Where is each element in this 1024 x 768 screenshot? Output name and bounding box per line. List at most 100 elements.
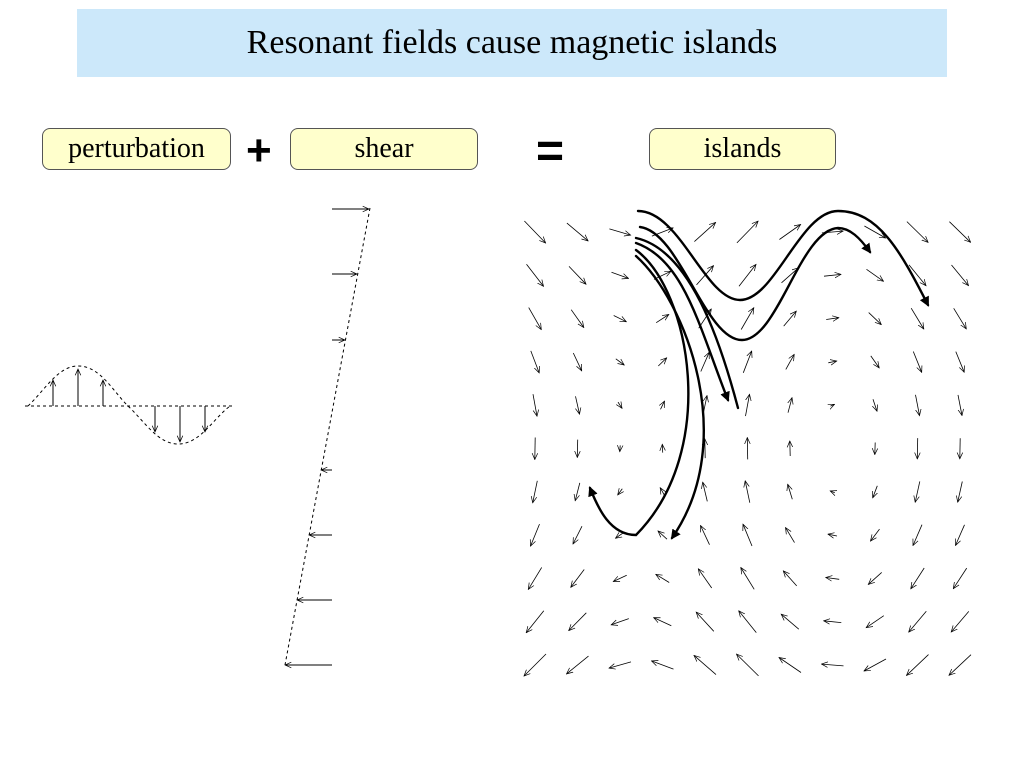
field-vector xyxy=(949,654,972,676)
field-vector xyxy=(788,484,793,500)
field-vector xyxy=(908,264,926,286)
field-vector xyxy=(953,308,967,329)
field-vector xyxy=(783,311,797,327)
field-vector xyxy=(566,222,588,241)
field-vector xyxy=(738,264,756,287)
field-vector xyxy=(573,526,583,544)
field-vector xyxy=(568,266,586,284)
field-vector xyxy=(576,396,580,414)
field-vector xyxy=(871,528,880,541)
island-loop-return xyxy=(634,254,705,540)
field-vector xyxy=(743,524,753,547)
field-vector xyxy=(528,567,543,589)
field-vector xyxy=(830,491,835,493)
field-vector xyxy=(575,482,581,501)
islands-label: islands xyxy=(649,128,836,170)
plus-operator: + xyxy=(246,126,272,175)
field-vector xyxy=(909,611,927,632)
field-vector xyxy=(615,358,624,365)
field-vector xyxy=(779,225,800,240)
field-vector xyxy=(824,621,842,623)
field-vector xyxy=(611,271,629,278)
island-loop-inner xyxy=(634,241,730,402)
field-vector xyxy=(528,307,542,330)
field-vector xyxy=(530,350,539,373)
field-vector xyxy=(698,569,713,589)
field-vector xyxy=(955,351,964,373)
field-vector xyxy=(912,351,921,373)
field-vector xyxy=(910,307,924,329)
slide-title: Resonant fields cause magnetic islands xyxy=(77,9,947,77)
field-vector xyxy=(873,399,877,411)
field-vector xyxy=(655,315,669,324)
field-vector xyxy=(569,612,587,631)
field-vector xyxy=(745,481,751,503)
field-vector xyxy=(658,358,666,367)
field-vector xyxy=(740,308,754,330)
field-vector xyxy=(694,222,715,242)
field-vector xyxy=(570,309,584,328)
field-vector xyxy=(656,574,670,583)
field-vector xyxy=(866,268,884,281)
field-vector xyxy=(783,571,797,587)
perturbation-wave xyxy=(27,365,231,445)
field-vector xyxy=(658,531,668,540)
field-vector xyxy=(873,485,878,498)
field-vector xyxy=(953,567,968,589)
field-vector xyxy=(533,480,538,503)
field-vector xyxy=(951,264,969,286)
field-vector xyxy=(831,403,835,406)
field-vector xyxy=(613,574,627,582)
field-vector xyxy=(652,661,674,670)
perturbation-label: perturbation xyxy=(42,128,231,170)
field-vector xyxy=(739,611,757,633)
field-vector xyxy=(915,394,920,416)
field-vector xyxy=(907,654,929,676)
field-vector xyxy=(661,401,665,410)
field-vector xyxy=(572,352,581,371)
field-vector xyxy=(618,402,622,408)
perturbation-diagram xyxy=(25,365,232,445)
field-vector xyxy=(828,534,838,536)
field-vector xyxy=(654,618,672,627)
field-vector xyxy=(736,221,758,244)
field-vector xyxy=(913,524,923,546)
field-vector xyxy=(781,268,799,284)
field-vector xyxy=(958,481,963,503)
field-vector xyxy=(611,618,629,625)
field-vector xyxy=(618,489,623,495)
field-vector xyxy=(826,578,840,580)
field-vector xyxy=(864,658,887,671)
shear-profile-line xyxy=(284,207,371,666)
field-vector xyxy=(911,567,925,589)
field-vector xyxy=(532,394,537,416)
field-vector xyxy=(870,355,879,368)
island-separatrix-top-inner xyxy=(638,225,872,342)
field-vector xyxy=(949,221,970,243)
field-vector xyxy=(956,524,965,546)
field-vector xyxy=(828,361,836,363)
field-vector xyxy=(826,318,839,320)
field-vector xyxy=(526,610,545,633)
field-vector xyxy=(951,611,970,632)
field-vector xyxy=(567,655,589,674)
shear-label: shear xyxy=(290,128,478,170)
equals-operator: = xyxy=(536,125,565,178)
shear-diagram xyxy=(284,207,371,666)
field-vector xyxy=(571,569,585,588)
field-vector xyxy=(701,526,710,545)
island-separatrix-top-outer xyxy=(636,209,930,307)
field-vector xyxy=(915,481,921,502)
field-vector xyxy=(609,661,632,668)
field-vector xyxy=(868,572,882,584)
field-vector xyxy=(524,220,545,243)
field-vector xyxy=(524,653,547,676)
field-vector xyxy=(864,225,885,238)
field-vector xyxy=(531,523,540,546)
field-vector xyxy=(779,658,802,673)
island-loop-outer xyxy=(634,236,740,410)
field-vector xyxy=(823,274,841,276)
field-vector xyxy=(866,615,885,628)
islands-vector-field xyxy=(524,220,972,676)
field-vector xyxy=(694,655,717,675)
